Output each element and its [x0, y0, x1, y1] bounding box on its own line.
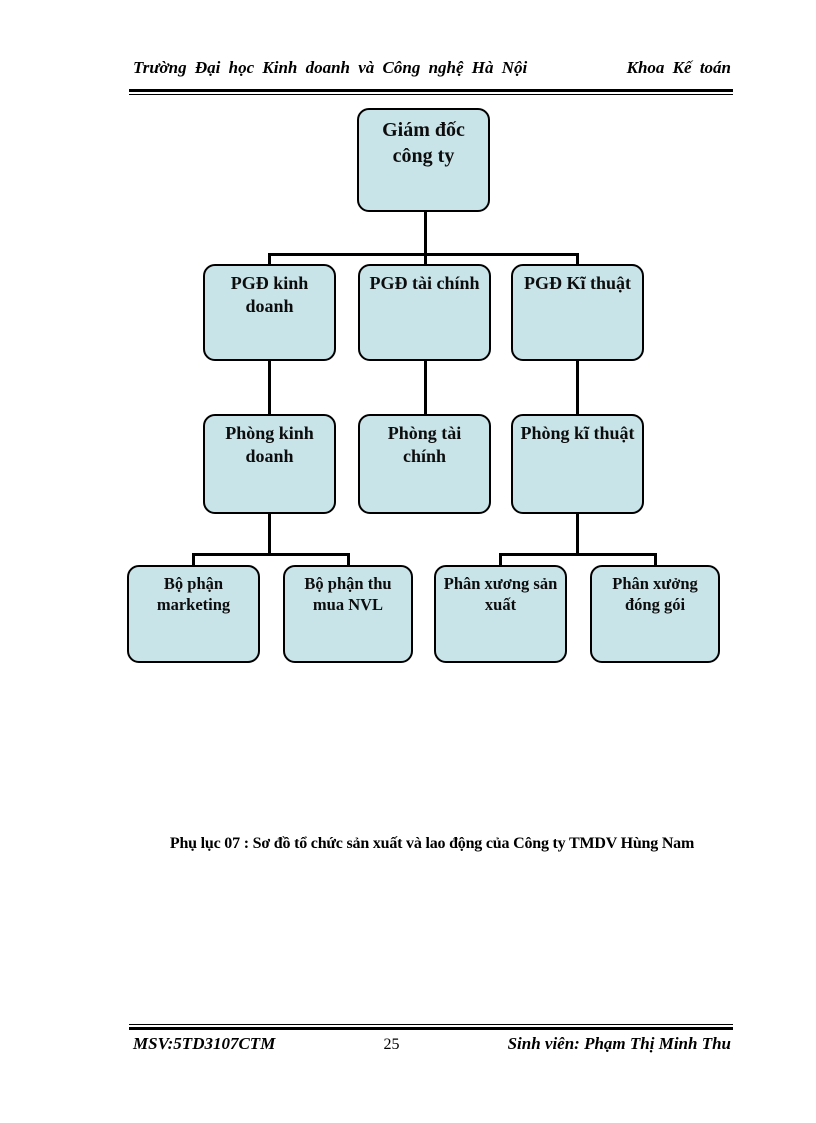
footer-rule: [129, 1024, 733, 1030]
connector-row2-horizontal: [268, 253, 579, 256]
page-number: 25: [383, 1036, 400, 1053]
connector-drop-pgd-tai-chinh: [424, 253, 427, 264]
org-node-phan-xuong-san-xuat: Phân xương sản xuất: [434, 565, 567, 663]
connector-drop-phan-xuong-san-xuat: [499, 553, 502, 565]
connector-pgd-to-phong-tai-chinh: [424, 361, 427, 414]
connector-row4-right-horizontal: [499, 553, 657, 556]
header-faculty-name: Khoa Kế toán: [626, 58, 731, 77]
page-header: Trường Đại học Kinh doanh và Công nghệ H…: [133, 58, 731, 78]
org-node-bo-phan-marketing: Bộ phận marketing: [127, 565, 260, 663]
footer-student-name: Sinh viên: Phạm Thị Minh Thu: [507, 1034, 731, 1053]
header-rule: [129, 89, 733, 95]
connector-pgd-to-phong-kinh-doanh: [268, 361, 271, 414]
org-node-director: Giám đốc công ty: [357, 108, 490, 212]
connector-drop-phan-xuong-dong-goi: [654, 553, 657, 565]
org-node-pgd-kinh-doanh: PGĐ kinh doanh: [203, 264, 336, 361]
page-footer: MSV:5TD3107CTM 25 Sinh viên: Phạm Thị Mi…: [133, 1034, 731, 1054]
org-node-pgd-ki-thuat: PGĐ Kĩ thuật: [511, 264, 644, 361]
connector-phong-kinh-doanh-down: [268, 514, 271, 553]
connector-row4-left-horizontal: [192, 553, 350, 556]
header-school-name: Trường Đại học Kinh doanh và Công nghệ H…: [133, 58, 528, 77]
connector-drop-pgd-ki-thuat: [576, 253, 579, 264]
org-node-phong-tai-chinh: Phòng tài chính: [358, 414, 491, 514]
connector-drop-bo-phan-thu-mua: [347, 553, 350, 565]
org-node-phong-ki-thuat: Phòng kĩ thuật: [511, 414, 644, 514]
connector-phong-ki-thuat-down: [576, 514, 579, 553]
connector-drop-bo-phan-marketing: [192, 553, 195, 565]
org-node-phan-xuong-dong-goi: Phân xưởng đóng gói: [590, 565, 720, 663]
connector-drop-pgd-kinh-doanh: [268, 253, 271, 264]
org-node-pgd-tai-chinh: PGĐ tài chính: [358, 264, 491, 361]
figure-caption: Phụ lục 07 : Sơ đồ tổ chức sản xuất và l…: [169, 835, 695, 852]
connector-pgd-to-phong-ki-thuat: [576, 361, 579, 414]
connector-root-down: [424, 212, 427, 253]
footer-student-id: MSV:5TD3107CTM: [133, 1034, 276, 1053]
org-node-bo-phan-thu-mua: Bộ phận thu mua NVL: [283, 565, 413, 663]
org-node-phong-kinh-doanh: Phòng kinh doanh: [203, 414, 336, 514]
